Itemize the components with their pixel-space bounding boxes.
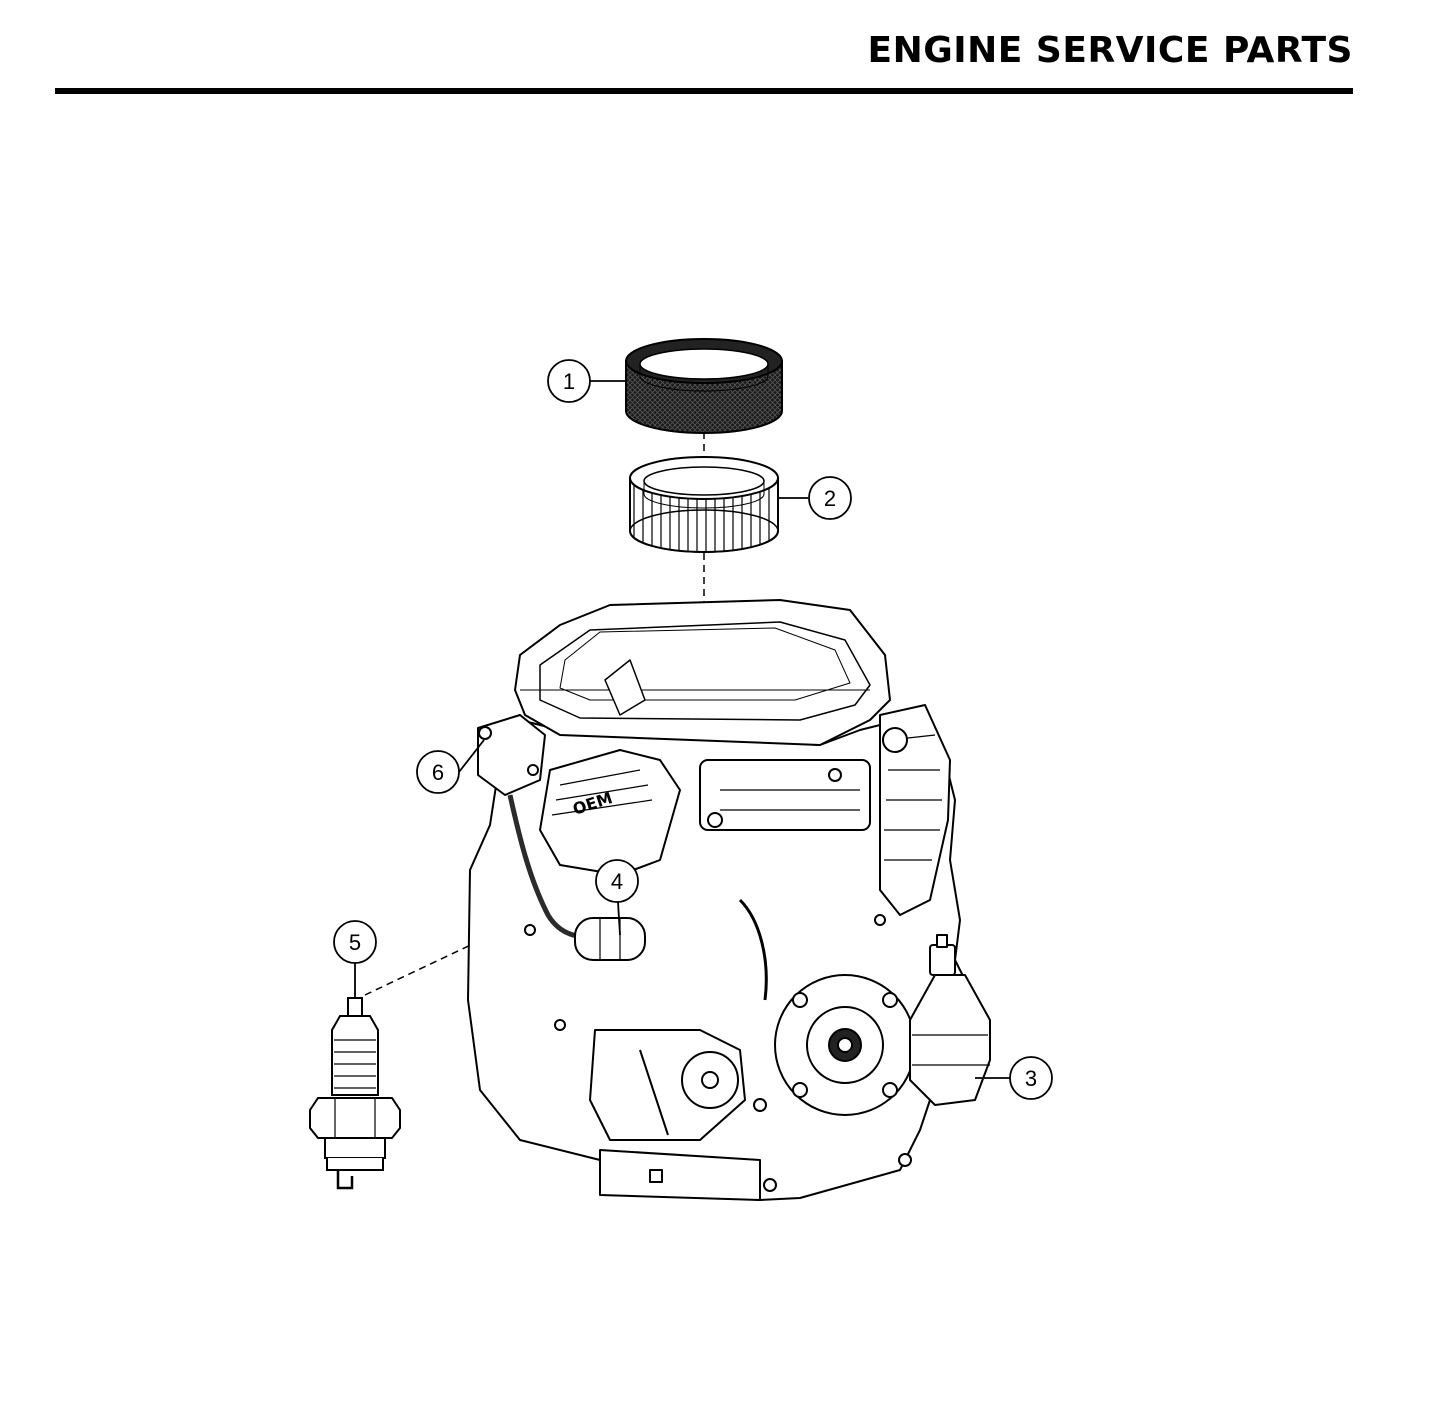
page-title: ENGINE SERVICE PARTS: [867, 30, 1353, 71]
pre-cleaner-part: [625, 338, 783, 434]
leader-line-4: [617, 901, 621, 936]
callout-3: 3: [1009, 1056, 1053, 1100]
callout-label-1: 1: [563, 369, 575, 394]
callout-2: 2: [808, 476, 852, 520]
callout-label-6: 6: [432, 760, 444, 785]
callout-6: 6: [416, 750, 460, 794]
spark-plug-part: [309, 997, 401, 1190]
air-filter-part: [629, 456, 779, 553]
callout-label-2: 2: [824, 486, 836, 511]
engine-assembly: OEM: [467, 599, 991, 1201]
callout-label-5: 5: [349, 930, 361, 955]
title-rule: [55, 88, 1353, 94]
callout-4: 4: [595, 859, 639, 903]
callout-label-4: 4: [611, 869, 623, 894]
callout-1: 1: [547, 359, 591, 403]
callout-5: 5: [333, 920, 377, 964]
leader-line-6: [458, 739, 485, 773]
callout-label-3: 3: [1025, 1066, 1037, 1091]
